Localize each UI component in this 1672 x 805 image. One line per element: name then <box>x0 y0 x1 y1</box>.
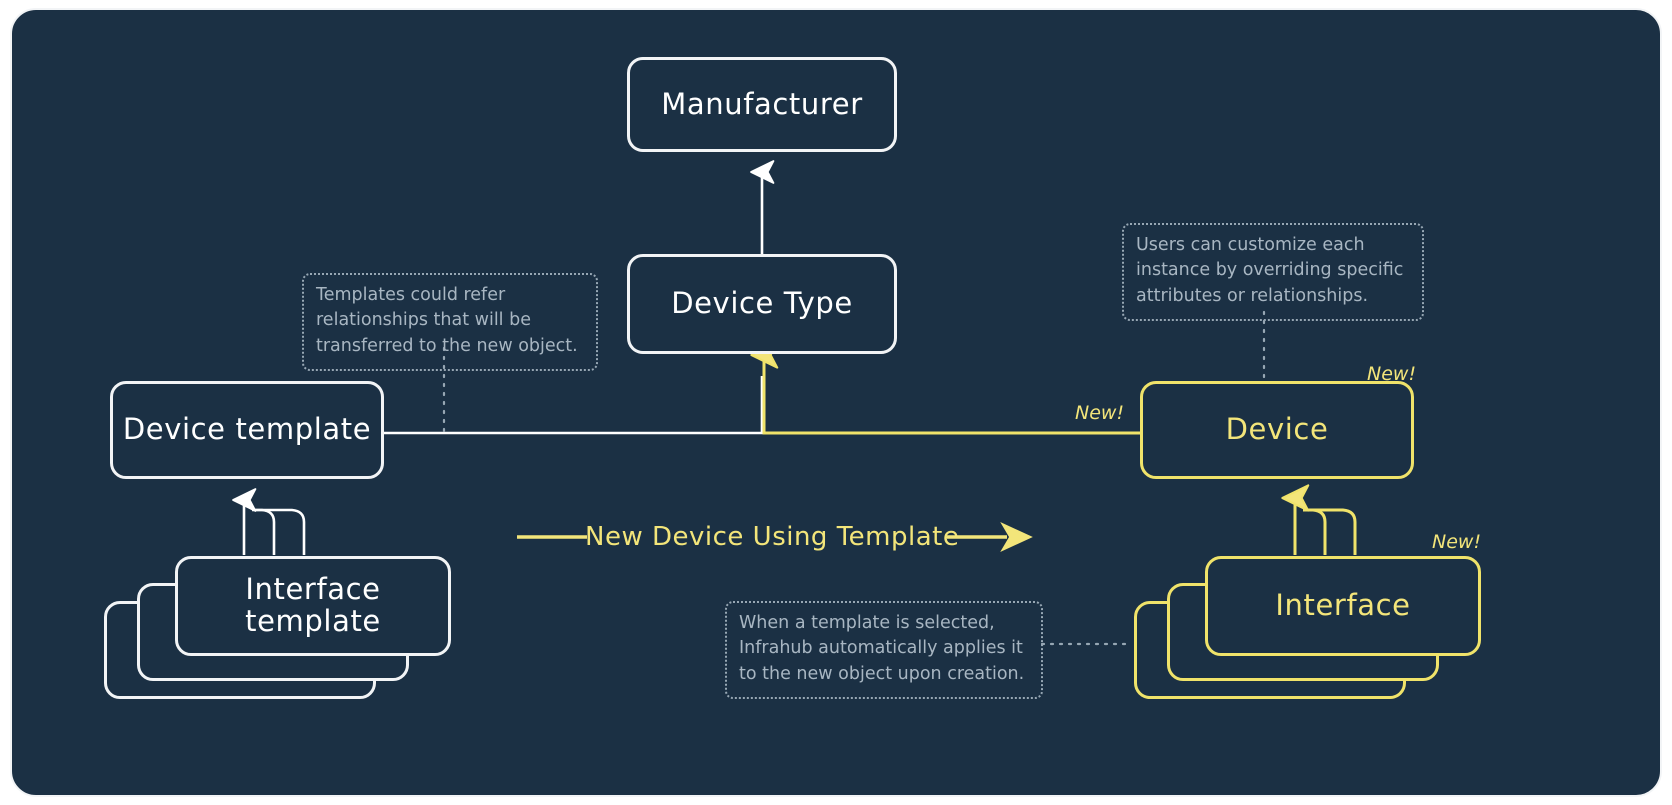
node-interface-label: Interface <box>1275 588 1411 623</box>
node-interface-template-label: Interface template <box>245 572 381 638</box>
edge-devicetemplate-devicetype <box>384 376 764 435</box>
node-device-template-label: Device template <box>122 412 372 447</box>
flow-label-new-device-using-template: New Device Using Template <box>585 522 960 552</box>
node-device-template[interactable]: Device template <box>110 381 384 479</box>
node-device[interactable]: Device <box>1140 381 1414 479</box>
note-templates-refer: Templates could refer relationships that… <box>302 273 598 372</box>
badge-device-edge-new: New! <box>1075 402 1125 424</box>
node-device-type[interactable]: Device Type <box>627 254 897 354</box>
badge-interface-new: New! <box>1432 531 1482 553</box>
node-device-label: Device <box>1225 412 1329 447</box>
node-device-type-label: Device Type <box>671 286 853 321</box>
badge-device-new: New! <box>1367 363 1417 385</box>
note-users-customize: Users can customize each instance by ove… <box>1122 223 1424 322</box>
node-manufacturer[interactable]: Manufacturer <box>627 57 897 152</box>
edge-interfacetemplate-devicetemplate <box>232 488 306 555</box>
node-manufacturer-label: Manufacturer <box>661 86 863 121</box>
node-interface[interactable]: Interface <box>1205 556 1481 656</box>
note-template-selected: When a template is selected, Infrahub au… <box>725 601 1043 700</box>
diagram-canvas: Manufacturer Device Type Device template… <box>10 8 1662 797</box>
node-interface-template[interactable]: Interface template <box>175 556 451 656</box>
edge-interface-device <box>1281 484 1357 555</box>
